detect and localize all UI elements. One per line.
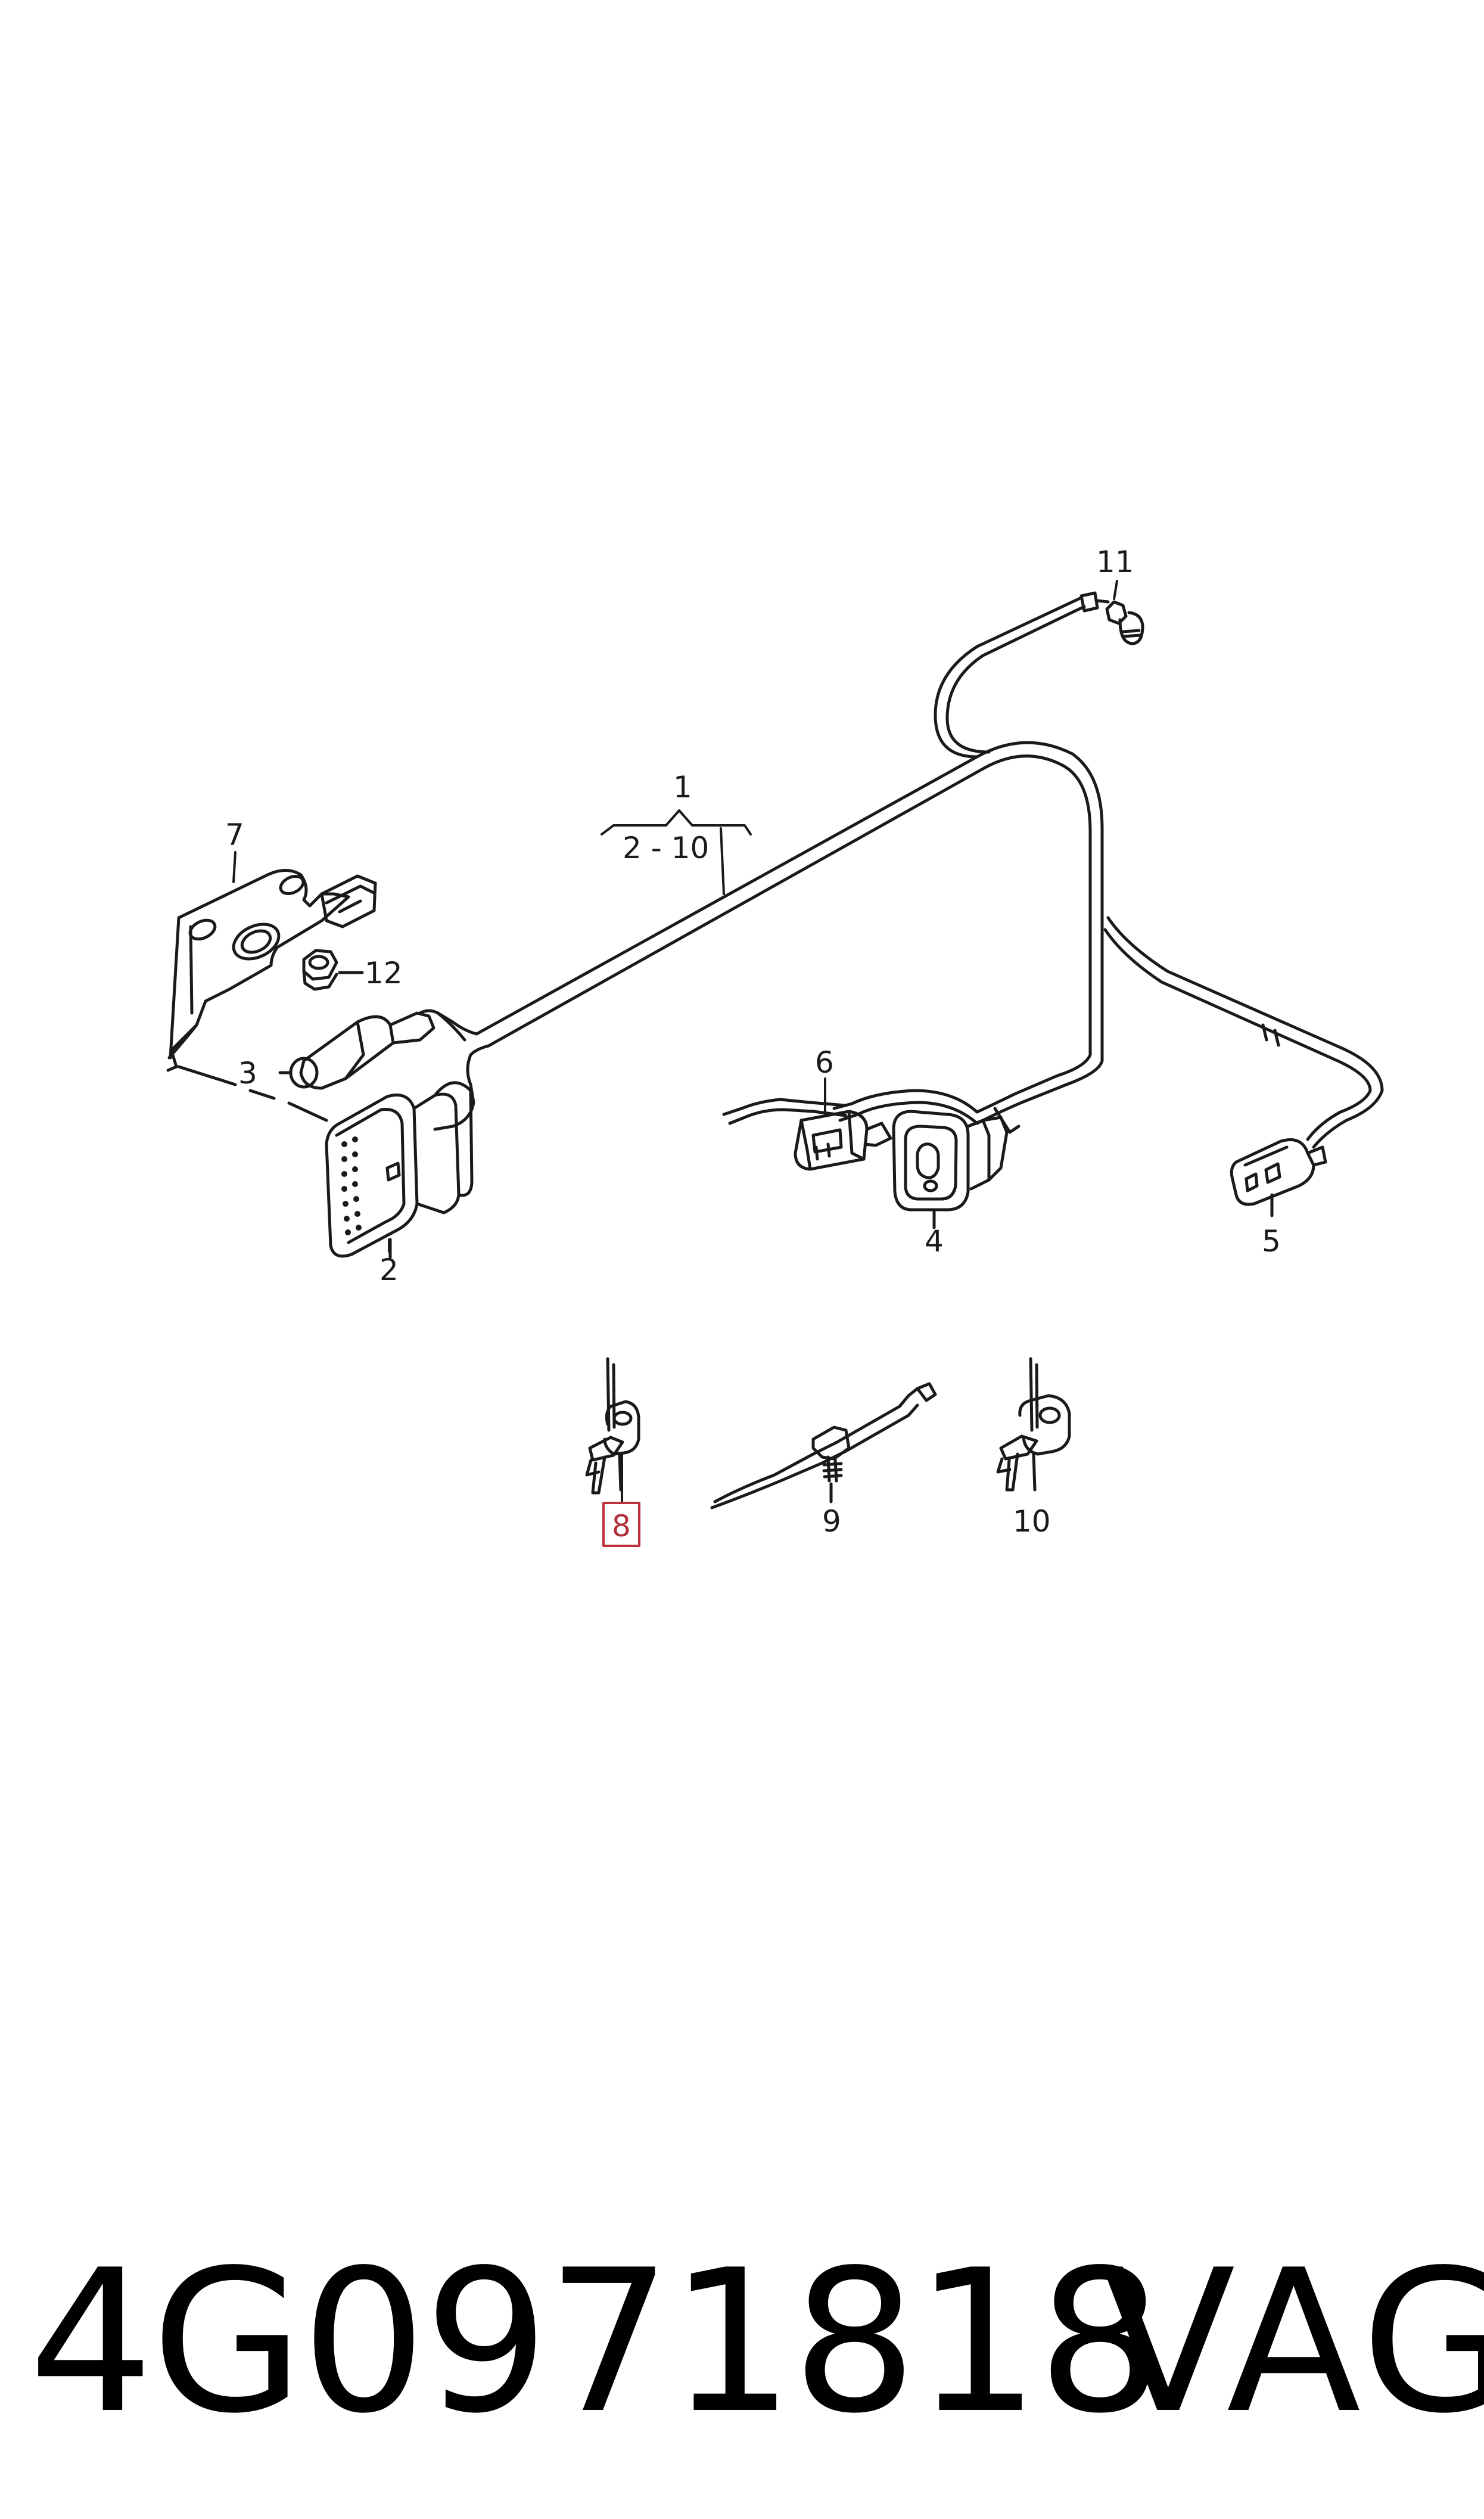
clip-10 <box>996 1357 1071 1492</box>
leader-11 <box>1113 580 1118 600</box>
callout-11: 11 <box>1096 545 1134 579</box>
callout-10: 10 <box>1013 1504 1051 1539</box>
bracket-7 <box>166 868 377 1072</box>
callout-leaders <box>232 580 1118 1503</box>
callout-12: 12 <box>365 956 403 990</box>
cable-tie-9 <box>710 1382 937 1509</box>
callout-4: 4 <box>925 1224 944 1259</box>
callout-1: 1 <box>673 770 692 805</box>
clip-8 <box>585 1357 640 1495</box>
branch-to-ground-11 <box>934 596 1086 759</box>
connector-2 <box>177 1065 474 1259</box>
harness-trunk <box>418 741 1104 1131</box>
callout-7: 7 <box>225 818 244 852</box>
callout-8: 8 <box>612 1509 631 1543</box>
callout-6: 6 <box>815 1045 834 1080</box>
connector-3 <box>278 1011 435 1090</box>
part-number: 4G0971818 <box>29 2228 1162 2456</box>
leader-1 <box>720 827 725 895</box>
callout-2: 2 <box>379 1253 399 1287</box>
connector-5 <box>1230 1138 1327 1217</box>
footer-caption: 4G0971818 VAG <box>0 2229 1484 2455</box>
leader-7 <box>232 851 237 883</box>
callout-9: 9 <box>822 1504 841 1539</box>
connector-6 <box>794 1110 892 1171</box>
leader-1-bracket <box>601 809 752 835</box>
connector-4 <box>892 1110 1009 1229</box>
ground-bolt-11 <box>1079 591 1144 645</box>
nut-12 <box>302 949 364 991</box>
callout-1-range: 2 - 10 <box>623 831 709 865</box>
brand-name: VAG <box>1101 2228 1484 2456</box>
branch-to-connector-5 <box>1103 916 1384 1149</box>
connector-2-pins <box>341 1136 362 1235</box>
callout-5: 5 <box>1262 1224 1281 1259</box>
callout-labels: 1 2 - 10 7 11 12 3 2 6 4 5 8 9 10 <box>225 545 1281 1543</box>
callout-8-highlight-box <box>602 1502 640 1547</box>
callout-3: 3 <box>238 1056 257 1091</box>
branch-to-connectors-4-6 <box>722 1089 1021 1134</box>
